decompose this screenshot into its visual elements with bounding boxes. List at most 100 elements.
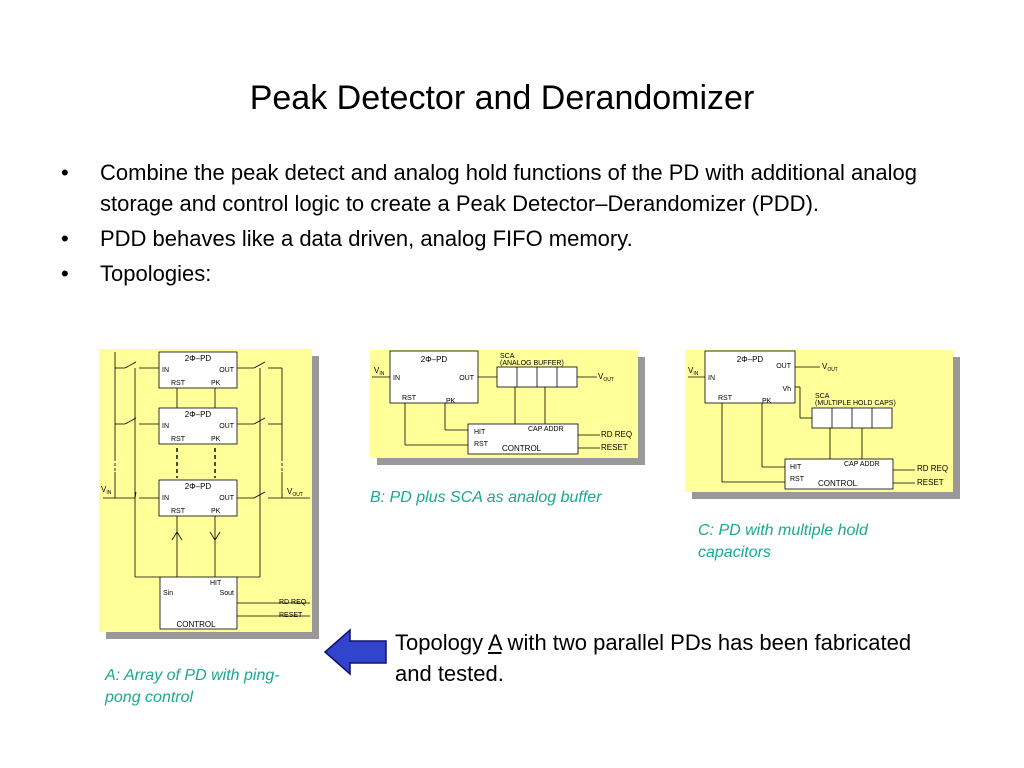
bullet-dot: • xyxy=(61,226,69,251)
vin-sub: IN xyxy=(106,490,111,496)
vin-label: VIN xyxy=(101,485,112,496)
control-rst: RST xyxy=(790,476,805,483)
bullet-text: PDD behaves like a data driven, analog F… xyxy=(100,226,633,251)
pd-pk: PK xyxy=(446,398,456,405)
bullet-dot: • xyxy=(61,261,69,286)
pd-rst: RST xyxy=(718,395,733,402)
control-label: CONTROL xyxy=(176,620,216,629)
note-after: with two parallel PDs has been fabricate… xyxy=(395,630,912,686)
pd-pk: PK xyxy=(211,380,221,387)
pd-out: OUT xyxy=(219,367,235,374)
cap-addr-label: CAP ADDR xyxy=(844,461,880,468)
pd-pk: PK xyxy=(762,398,772,405)
diagram-c-group: 2Φ–PD IN OUT Vh RST PK SCA (MULTIPLE HOL… xyxy=(685,350,960,499)
caption-a: A: Array of PD with ping-pong control xyxy=(105,667,280,706)
sca-cells xyxy=(811,407,893,429)
pd-title: 2Φ–PD xyxy=(185,354,212,363)
control-box xyxy=(467,423,579,455)
pd-box xyxy=(389,350,479,404)
cap-addr-label: CAP ADDR xyxy=(528,426,564,433)
wires xyxy=(688,366,915,484)
sca-sublabel: (MULTIPLE HOLD CAPS) xyxy=(815,400,896,407)
bullet-item: • Topologies: xyxy=(58,258,958,289)
vout-sub: OUT xyxy=(292,492,303,498)
control-box xyxy=(784,458,894,490)
bullet-text: Topologies: xyxy=(100,261,212,286)
pd-in: IN xyxy=(162,367,169,374)
pd-box xyxy=(158,407,238,445)
pd-title: 2Φ–PD xyxy=(737,355,764,364)
vin-text: V xyxy=(374,366,380,375)
vin-text: V xyxy=(688,366,694,375)
control-sout: Sout xyxy=(220,590,234,597)
vout-sub: OUT xyxy=(827,367,838,373)
rd-req-label: RD REQ xyxy=(279,599,307,606)
pd-in: IN xyxy=(162,495,169,502)
pd-pk: PK xyxy=(211,508,221,515)
pd-in: IN xyxy=(162,423,169,430)
control-box xyxy=(159,576,238,630)
output-bus xyxy=(237,361,310,499)
pd-title: 2Φ–PD xyxy=(185,482,212,491)
pd-out: OUT xyxy=(776,363,792,370)
caption-b: B: PD plus SCA as analog buffer xyxy=(370,489,602,506)
control-label: CONTROL xyxy=(502,444,542,453)
vout-label: VOUT xyxy=(598,372,614,383)
caption-c: C: PD with multiple hold capacitors xyxy=(698,522,868,561)
bullet-list: • Combine the peak detect and analog hold… xyxy=(58,157,958,293)
pd-box xyxy=(158,351,238,389)
bullet-item: •Combine the peak detect and analog hold… xyxy=(58,157,958,219)
pd-out: OUT xyxy=(219,495,235,502)
vin-text: V xyxy=(101,485,107,494)
control-hit: HIT xyxy=(474,429,486,436)
rd-req-label: RD REQ xyxy=(601,430,632,439)
reset-label: RESET xyxy=(279,612,303,619)
pd-out: OUT xyxy=(219,423,235,430)
bullet-item: • PDD behaves like a data driven, analog … xyxy=(58,223,958,254)
pd-out: OUT xyxy=(459,375,475,382)
vin-label: VIN xyxy=(688,366,699,377)
diagram-a-group: 2Φ–PD IN OUT RST PK 2Φ–PD IN OUT RST PK … xyxy=(99,349,319,639)
note-before: Topology xyxy=(395,630,488,655)
wires xyxy=(372,376,600,449)
pd-rst: RST xyxy=(402,395,417,402)
pd-vh: Vh xyxy=(782,386,791,393)
reset-label: RESET xyxy=(917,478,944,487)
dashed-links xyxy=(176,448,216,478)
vout-label: VOUT xyxy=(822,362,838,373)
vout-label: VOUT xyxy=(287,487,303,498)
pd-rst: RST xyxy=(171,508,186,515)
note-underlined: A xyxy=(487,630,502,655)
control-hit: HIT xyxy=(790,464,802,471)
sca-sublabel: (ANALOG BUFFER) xyxy=(500,360,564,367)
slide-title: Peak Detector and Derandomizer xyxy=(249,79,755,117)
control-label: CONTROL xyxy=(818,479,858,488)
input-bus xyxy=(103,352,159,499)
left-arrow-icon xyxy=(323,628,387,676)
control-lines xyxy=(134,368,310,617)
topology-note: Topology A with two parallel PDs has bee… xyxy=(395,627,915,689)
vout-text: V xyxy=(822,362,828,371)
pd-rst: RST xyxy=(171,436,186,443)
control-sin: Sin xyxy=(163,590,173,597)
reset-label: RESET xyxy=(601,443,628,452)
vin-sub: IN xyxy=(379,371,384,377)
pd-in: IN xyxy=(393,375,400,382)
control-rst: RST xyxy=(474,441,489,448)
rd-req-label: RD REQ xyxy=(917,464,948,473)
pd-pk: PK xyxy=(211,436,221,443)
vout-text: V xyxy=(598,372,604,381)
pd-in: IN xyxy=(708,375,715,382)
bullet-text: Combine the peak detect and analog hold … xyxy=(100,160,918,216)
pd-rst: RST xyxy=(171,380,186,387)
sca-label: SCA xyxy=(815,393,830,400)
vout-sub: OUT xyxy=(603,377,614,383)
diagram-b-group: 2Φ–PD IN OUT RST PK SCA (ANALOG BUFFER) xyxy=(370,350,645,465)
sca-label: SCA xyxy=(500,353,515,360)
vin-sub: IN xyxy=(693,371,698,377)
control-hit: HIT xyxy=(210,580,222,587)
pd-title: 2Φ–PD xyxy=(185,410,212,419)
